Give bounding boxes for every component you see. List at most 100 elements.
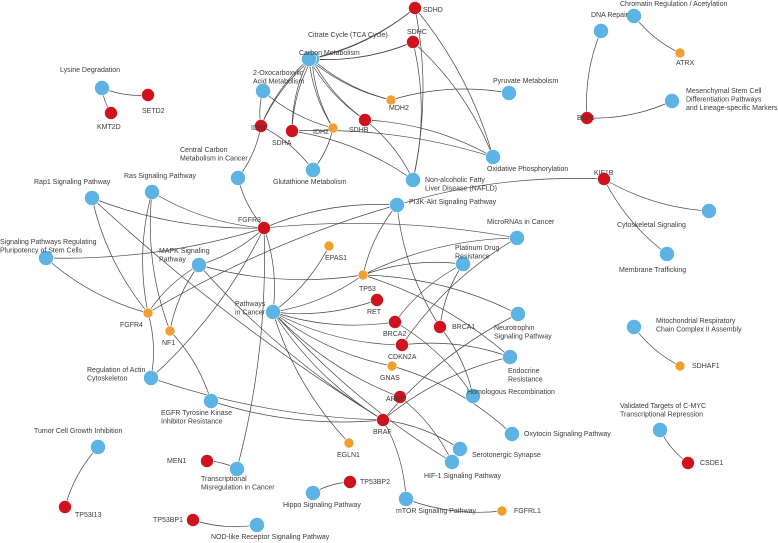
node-mdh2[interactable] — [385, 94, 397, 106]
node-serotonergic[interactable] — [452, 441, 468, 457]
node-pi3k[interactable] — [389, 197, 405, 213]
node-setd2[interactable] — [141, 88, 155, 102]
node-mito[interactable] — [626, 319, 642, 335]
node-oxphos[interactable] — [485, 149, 501, 165]
label-fgfr4: FGFR4 — [120, 322, 143, 329]
node-mesen[interactable] — [664, 93, 680, 109]
node-cdkn2a[interactable] — [395, 338, 409, 352]
node-ras[interactable] — [144, 184, 160, 200]
edge-nafld-sdhc — [412, 41, 422, 181]
node-actin[interactable] — [143, 370, 159, 386]
node-kif1b[interactable] — [597, 172, 611, 186]
node-lysine[interactable] — [94, 80, 110, 96]
edge-carbon-sdhd — [308, 7, 416, 60]
node-hippo[interactable] — [305, 485, 321, 501]
edge-transmis-fgfr3 — [236, 227, 265, 470]
node-transmis[interactable] — [229, 461, 245, 477]
node-ret[interactable] — [370, 293, 384, 307]
edge-tumorgrowth-tp53i13 — [64, 446, 99, 508]
node-carbon[interactable] — [301, 51, 317, 67]
edge-neuro-braf — [382, 313, 519, 421]
node-egfr[interactable] — [203, 393, 219, 409]
node-gnas[interactable] — [386, 360, 398, 372]
node-mapk[interactable] — [191, 257, 207, 273]
label-sdhb: SDHB — [349, 127, 369, 134]
edge-chromatin-atrx — [633, 15, 681, 54]
node-mtor[interactable] — [398, 491, 414, 507]
node-brca2[interactable] — [388, 315, 402, 329]
node-chromatin[interactable] — [626, 8, 642, 24]
node-bap1[interactable] — [580, 111, 594, 125]
label-csde1: CSDE1 — [700, 460, 723, 467]
edge-pathcancer-brca2 — [272, 311, 396, 326]
edge-carbon-idh2 — [308, 58, 334, 129]
edge-pathcancer-gnas — [272, 311, 393, 367]
edge-kif1b-cytosk — [603, 178, 710, 212]
node-nod[interactable] — [249, 517, 265, 533]
node-cytosk[interactable] — [701, 203, 717, 219]
node-neuro[interactable] — [510, 306, 526, 322]
node-kmt2d[interactable] — [104, 106, 118, 120]
node-tp53bp2[interactable] — [343, 475, 357, 489]
edge-serotonergic-braf — [382, 419, 461, 450]
node-pyruvate[interactable] — [501, 85, 517, 101]
node-fgfr3[interactable] — [257, 221, 271, 235]
node-egln1[interactable] — [343, 437, 355, 449]
node-hif1[interactable] — [444, 454, 460, 470]
label-pyruvate: Pyruvate Metabolism — [493, 78, 559, 85]
edge-pathcancer-fgfr3 — [263, 227, 275, 313]
node-tp53bp1[interactable] — [186, 513, 200, 527]
node-dnarepair[interactable] — [593, 23, 609, 39]
node-sdhc[interactable] — [406, 35, 420, 49]
node-csde1[interactable] — [681, 456, 695, 470]
label-arnt: ARNT — [386, 396, 406, 403]
node-nf1[interactable] — [164, 325, 176, 337]
label-carbon: Carbon Metabolism — [299, 50, 360, 57]
node-sdhb[interactable] — [358, 113, 372, 127]
node-nafld[interactable] — [405, 172, 421, 188]
edge-kif1b-membrane — [603, 178, 668, 255]
node-oxo[interactable] — [255, 83, 271, 99]
node-myc[interactable] — [652, 422, 668, 438]
node-arnt[interactable] — [393, 390, 407, 404]
node-braf[interactable] — [376, 413, 390, 427]
node-oxytocin[interactable] — [504, 426, 520, 442]
node-fgfr4[interactable] — [142, 307, 154, 319]
node-sdhd[interactable] — [408, 1, 422, 15]
node-brca1[interactable] — [433, 320, 447, 334]
node-tp53i13[interactable] — [58, 500, 72, 514]
edge-pathcancer-hif1 — [272, 311, 453, 463]
node-sdha[interactable] — [285, 124, 299, 138]
node-pathcancer[interactable] — [265, 304, 281, 320]
node-idh1[interactable] — [254, 119, 268, 133]
edge-central-idh1 — [237, 125, 262, 179]
edge-pi3k-tp53 — [362, 204, 398, 276]
node-men1[interactable] — [200, 454, 214, 468]
node-idh2[interactable] — [327, 122, 339, 134]
node-micrornas[interactable] — [509, 230, 525, 246]
label-epas1: EPAS1 — [325, 255, 347, 262]
node-glutathione[interactable] — [305, 162, 321, 178]
node-pluri[interactable] — [38, 250, 54, 266]
node-platinum[interactable] — [455, 256, 471, 272]
edge-neuro-tp53 — [362, 274, 519, 315]
node-tumorgrowth[interactable] — [90, 439, 106, 455]
node-membrane[interactable] — [659, 246, 675, 262]
node-endocrine[interactable] — [502, 349, 518, 365]
node-atrx[interactable] — [674, 47, 686, 59]
edge-homrec-brca2 — [394, 321, 474, 397]
node-tp53[interactable] — [357, 269, 369, 281]
node-rap1[interactable] — [84, 190, 100, 206]
node-central[interactable] — [230, 170, 246, 186]
label-mdh2: MDH2 — [389, 105, 409, 112]
node-homrec[interactable] — [465, 388, 481, 404]
node-sdhaf1[interactable] — [674, 360, 686, 372]
edge-nafld-sdhb — [364, 119, 414, 181]
node-fgfrl1[interactable] — [496, 505, 508, 517]
node-epas1[interactable] — [323, 240, 335, 252]
